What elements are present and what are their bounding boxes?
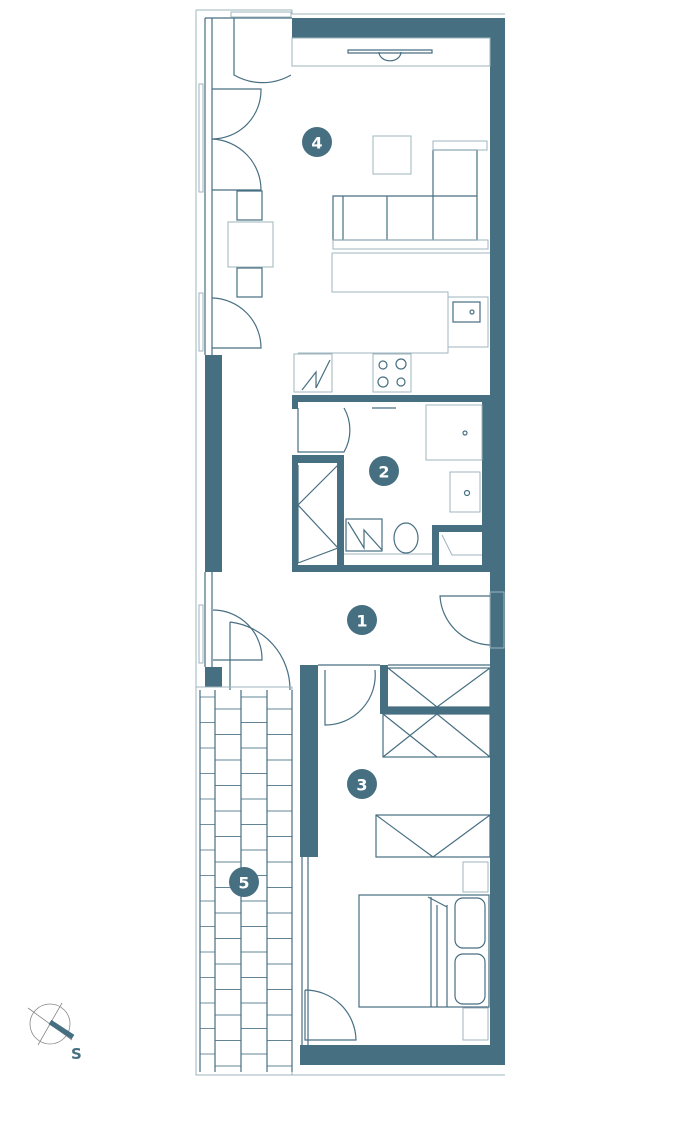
room-number: 4: [311, 134, 322, 153]
sink: [447, 296, 489, 348]
bedroom-furniture: [358, 667, 491, 1041]
balcony-tiles: [195, 686, 293, 1076]
living-furniture: [227, 37, 491, 393]
toilet: [393, 522, 419, 554]
room-number: 5: [238, 874, 249, 893]
room-badge-2: 2: [369, 456, 399, 486]
stove: [372, 353, 412, 393]
doors: [211, 18, 491, 1045]
washbasin: [449, 471, 481, 513]
room-number: 1: [356, 612, 367, 631]
compass-label: S: [71, 1045, 82, 1063]
room-badge-1: 1: [347, 605, 377, 635]
bed: [358, 894, 490, 1008]
coffee-table: [372, 135, 412, 175]
room-badge-4: 4: [302, 127, 332, 157]
room-number: 3: [356, 776, 367, 795]
sofa: [332, 149, 478, 241]
wardrobe: [382, 713, 491, 758]
compass-icon: S: [27, 1002, 82, 1063]
outer-frame: [195, 9, 505, 1076]
walls: [205, 18, 505, 1065]
shower: [425, 404, 483, 461]
room-badge-5: 5: [229, 867, 259, 897]
room-badge-3: 3: [347, 769, 377, 799]
entry-window: [489, 591, 505, 649]
fridge: [293, 353, 333, 393]
wardrobe-2: [375, 814, 491, 858]
washing-machine: [345, 518, 383, 552]
dining-table: [227, 221, 274, 268]
bathroom-furniture: [297, 404, 483, 564]
room-number: 2: [378, 463, 389, 482]
